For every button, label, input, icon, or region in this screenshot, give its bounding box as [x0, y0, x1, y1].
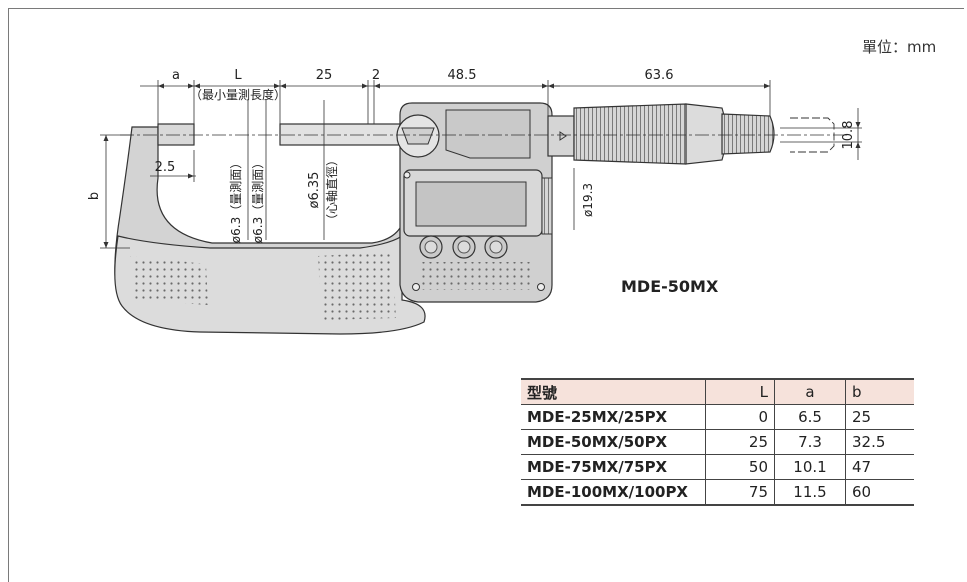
thimble: [573, 103, 695, 165]
cell-L: 75: [705, 479, 775, 506]
dim-phi-6-35-note: （心軸直徑）: [325, 154, 339, 226]
cell-b: 47: [845, 454, 914, 480]
header-b: b: [845, 379, 914, 405]
control-buttons: [419, 235, 508, 259]
cell-model: MDE-100MX/100PX: [521, 479, 706, 506]
dim-63-6: 63.6: [645, 68, 674, 83]
cell-b: 32.5: [845, 429, 914, 455]
header-model: 型號: [521, 379, 706, 405]
cell-a: 11.5: [774, 479, 846, 506]
unit-label: 單位：mm: [862, 38, 937, 56]
table-row: MDE-50MX/50PX 25 7.3 32.5: [521, 429, 914, 455]
dim-10-8: 10.8: [841, 121, 856, 150]
table-row: MDE-100MX/100PX 75 11.5 60: [521, 479, 914, 506]
dim-L: L: [234, 68, 242, 83]
table-row: MDE-25MX/25PX 0 6.5 25: [521, 404, 914, 430]
cell-a: 6.5: [774, 404, 846, 430]
dim-L-note: （最小量測長度）: [190, 87, 286, 102]
header-a: a: [774, 379, 846, 405]
dim-2-5: 2.5: [155, 160, 176, 175]
cell-model: MDE-25MX/25PX: [521, 404, 706, 430]
dim-25: 25: [316, 68, 333, 83]
dim-2: 2: [372, 68, 380, 83]
cell-L: 50: [705, 454, 775, 480]
spec-table: 型號 L a b MDE-25MX/25PX 0 6.5 25 MDE-50MX…: [521, 378, 914, 506]
header-L: L: [705, 379, 775, 405]
cell-model: MDE-75MX/75PX: [521, 454, 706, 480]
cell-model: MDE-50MX/50PX: [521, 429, 706, 455]
dim-phi-6-35: ø6.35: [307, 172, 322, 209]
cell-L: 0: [705, 404, 775, 430]
dim-b: b: [87, 192, 102, 200]
dim-48-5: 48.5: [448, 68, 477, 83]
cell-a: 7.3: [774, 429, 846, 455]
cell-L: 25: [705, 429, 775, 455]
drawing-frame: [8, 8, 964, 582]
dim-phi-19-3: ø19.3: [581, 183, 595, 217]
lcd-display: [415, 181, 527, 227]
cell-a: 10.1: [774, 454, 846, 480]
table-row: MDE-75MX/75PX 50 10.1 47: [521, 454, 914, 480]
model-label: MDE-50MX: [621, 277, 719, 296]
cell-b: 60: [845, 479, 914, 506]
dim-phi-6-3-a: ø6.3（量測面）: [229, 157, 243, 243]
ratchet: [721, 113, 775, 155]
sleeve: [547, 115, 575, 157]
anvil: [157, 123, 195, 146]
spindle: [279, 123, 401, 146]
dim-a: a: [172, 68, 180, 83]
table-header-row: 型號 L a b: [521, 379, 914, 405]
dim-phi-6-3-b: ø6.3（量測面）: [251, 157, 265, 243]
cell-b: 25: [845, 404, 914, 430]
